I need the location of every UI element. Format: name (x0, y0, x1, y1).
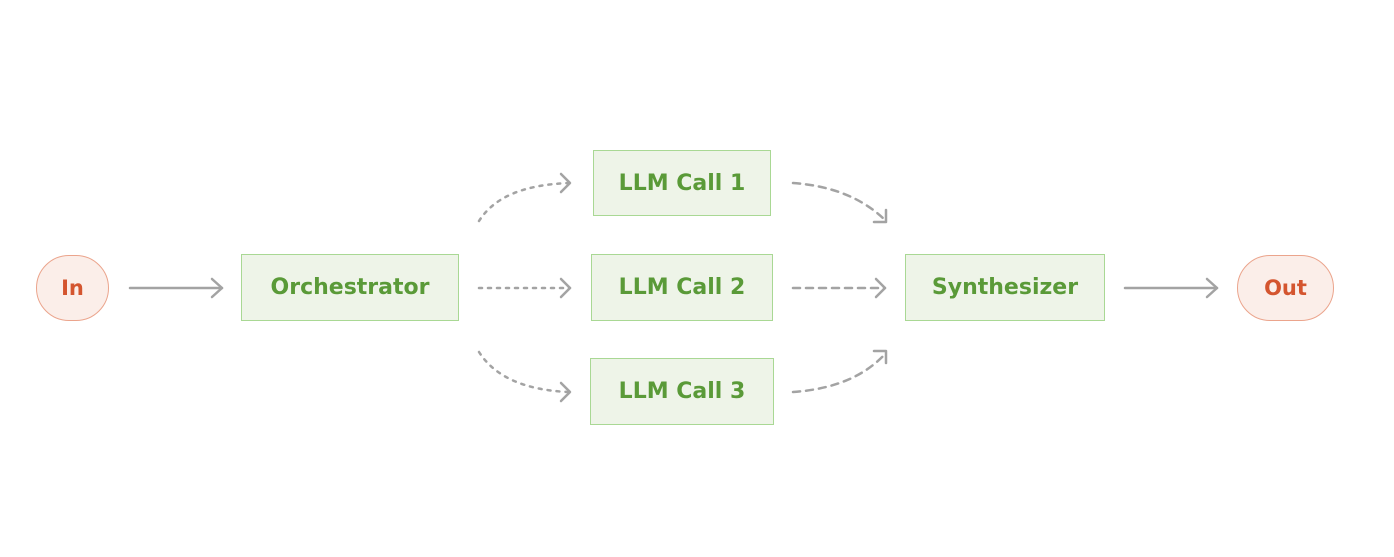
input-node-label: In (61, 276, 84, 300)
llm-call-1-label: LLM Call 1 (618, 170, 746, 196)
synthesizer-node: Synthesizer (905, 254, 1105, 321)
edge-in-to-orchestrator (128, 277, 224, 299)
orchestrator-node-label: Orchestrator (270, 275, 430, 300)
orchestrator-node: Orchestrator (241, 254, 459, 321)
synthesizer-node-label: Synthesizer (931, 275, 1079, 300)
output-node-label: Out (1264, 276, 1307, 300)
edge-synthesizer-to-out (1123, 277, 1219, 299)
edge-llm-call-2-to-synthesizer (791, 277, 887, 299)
llm-call-2-label: LLM Call 2 (618, 275, 746, 300)
llm-call-3-node: LLM Call 3 (590, 358, 774, 425)
edge-llm-call-1-to-synthesizer (791, 181, 888, 224)
llm-call-1-node: LLM Call 1 (593, 150, 771, 216)
output-node: Out (1237, 255, 1334, 321)
edge-llm-call-3-to-synthesizer (791, 349, 888, 394)
edge-orchestrator-to-llm-call-3 (477, 350, 572, 403)
llm-call-2-node: LLM Call 2 (591, 254, 773, 321)
edge-orchestrator-to-llm-call-1 (477, 172, 572, 223)
edge-orchestrator-to-llm-call-2 (477, 277, 572, 299)
llm-call-3-label: LLM Call 3 (618, 379, 746, 404)
input-node: In (36, 255, 109, 321)
